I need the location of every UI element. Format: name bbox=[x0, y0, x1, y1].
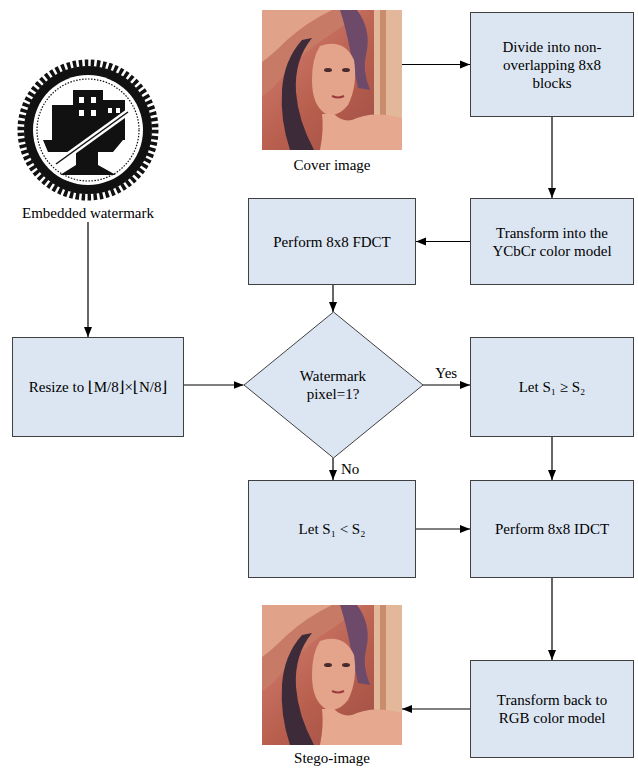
emblem-bar bbox=[56, 112, 128, 164]
process-box: Transform back to RGB color model bbox=[470, 660, 634, 758]
watermark-emblem bbox=[21, 63, 155, 197]
flow-arrow bbox=[402, 64, 470, 65]
process-box: Let S₁ < S₂ bbox=[248, 480, 416, 578]
emblem-window bbox=[108, 108, 112, 113]
box-text: Perform 8x8 IDCT bbox=[495, 520, 609, 538]
flow-arrow bbox=[416, 528, 470, 529]
edge-label: Yes bbox=[433, 364, 459, 382]
flow-arrow bbox=[87, 222, 88, 337]
decision-text: Watermark pixel=1? bbox=[285, 367, 381, 403]
decision-diamond: Watermark pixel=1? bbox=[244, 312, 423, 458]
flow-arrow bbox=[332, 458, 333, 480]
emblem-window bbox=[79, 110, 84, 116]
process-box: Perform 8x8 IDCT bbox=[470, 480, 634, 578]
emblem-disc bbox=[33, 75, 143, 185]
gear-teeth bbox=[21, 63, 155, 197]
process-box: Divide into non-overlapping 8x8 blocks bbox=[470, 12, 634, 117]
edge-label: No bbox=[339, 460, 361, 478]
emblem-window bbox=[116, 108, 120, 113]
cover-photo bbox=[262, 10, 402, 150]
image-caption: Embedded watermark bbox=[22, 204, 154, 222]
stego-photo bbox=[262, 605, 402, 745]
image-node: Cover image bbox=[262, 10, 402, 174]
image-caption: Stego-image bbox=[294, 749, 370, 767]
box-text: Transform into the YCbCr color model bbox=[486, 224, 618, 260]
flow-arrow bbox=[402, 708, 470, 709]
process-box: Let S₁ ≥ S₂ bbox=[470, 337, 634, 437]
process-box: Resize to ⌊M/8⌋×⌊N/8⌋ bbox=[12, 337, 184, 437]
box-text: Transform back to RGB color model bbox=[486, 691, 618, 727]
image-node: Embedded watermark bbox=[8, 58, 168, 222]
box-text: Divide into non-overlapping 8x8 blocks bbox=[486, 38, 618, 92]
flow-arrow bbox=[416, 241, 470, 242]
gear-ring bbox=[24, 66, 152, 194]
emblem-dots bbox=[37, 79, 139, 181]
emblem-building bbox=[52, 105, 73, 140]
diamond-outline bbox=[244, 312, 423, 458]
emblem-window bbox=[79, 97, 84, 103]
box-text: Resize to ⌊M/8⌋×⌊N/8⌋ bbox=[29, 378, 168, 396]
diamond-shape bbox=[244, 312, 423, 458]
process-box: Transform into the YCbCr color model bbox=[470, 198, 634, 285]
flow-arrow bbox=[423, 384, 471, 385]
emblem-bar bbox=[56, 112, 128, 164]
emblem-window bbox=[91, 110, 96, 116]
box-text: Let S₁ ≥ S₂ bbox=[519, 378, 586, 396]
flow-arrow bbox=[332, 285, 333, 312]
box-text: Perform 8x8 FDCT bbox=[273, 233, 391, 251]
flow-arrow bbox=[551, 117, 552, 198]
image-node: Stego-image bbox=[262, 605, 402, 767]
image-caption: Cover image bbox=[293, 156, 370, 174]
flow-arrow bbox=[551, 437, 552, 480]
box-text: Let S₁ < S₂ bbox=[299, 520, 366, 538]
emblem-window bbox=[91, 97, 96, 103]
flow-arrow bbox=[184, 384, 244, 385]
flow-arrow bbox=[551, 578, 552, 660]
process-box: Perform 8x8 FDCT bbox=[248, 198, 416, 285]
